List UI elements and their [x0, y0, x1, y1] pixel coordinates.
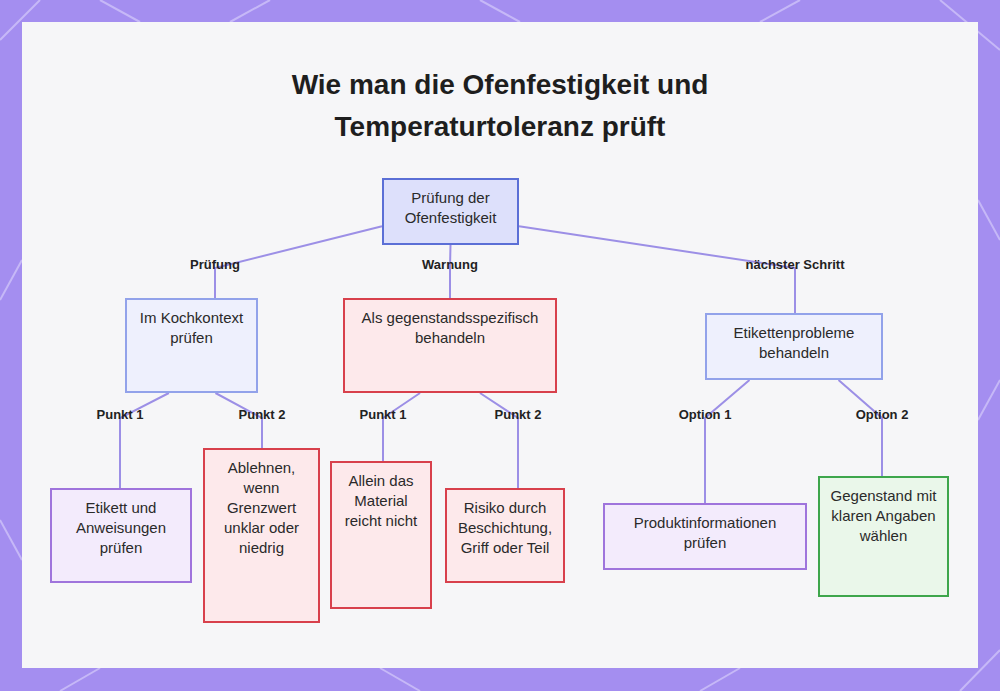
edge-label: Punkt 1	[95, 407, 146, 422]
edge-label: Option 1	[677, 407, 734, 422]
node-label: Etikettenprobleme behandeln	[713, 323, 875, 363]
node-label: Gegenstand mit klaren Angaben wählen	[826, 486, 941, 546]
node-label: Etikett und Anweisungen prüfen	[58, 498, 184, 558]
node-label: Als gegenstandsspezifisch behandeln	[351, 308, 549, 348]
connector-line	[839, 380, 883, 476]
edge-label: Punkt 1	[358, 407, 409, 422]
option-box: Gegenstand mit klaren Angaben wählen	[818, 476, 949, 597]
node-label: Ablehnen, wenn Grenzwert unklar oder nie…	[211, 458, 312, 558]
diagram-canvas: Wie man die Ofenfestigkeit und Temperatu…	[22, 22, 978, 668]
step-box: Produktinformationen prüfen	[603, 503, 807, 570]
node-label: Prüfung der Ofenfestigkeit	[390, 188, 511, 228]
node-label: Risiko durch Beschichtung, Griff oder Te…	[453, 498, 557, 558]
connector-line	[383, 393, 420, 461]
warning-box: Ablehnen, wenn Grenzwert unklar oder nie…	[203, 448, 320, 623]
diagram-title: Wie man die Ofenfestigkeit und Temperatu…	[250, 64, 750, 148]
edge-label: Punkt 2	[237, 407, 288, 422]
connector-line	[215, 226, 382, 298]
edge-label: Warnung	[420, 257, 480, 272]
category-box: Etikettenprobleme behandeln	[705, 313, 883, 380]
root-box: Prüfung der Ofenfestigkeit	[382, 178, 519, 245]
category-box: Im Kochkontext prüfen	[125, 298, 258, 393]
step-box: Etikett und Anweisungen prüfen	[50, 488, 192, 583]
node-label: Im Kochkontext prüfen	[133, 308, 250, 348]
node-label: Allein das Material reicht nicht	[338, 471, 424, 531]
edge-label: Option 2	[854, 407, 911, 422]
connector-line	[449, 245, 452, 298]
warning-box: Risiko durch Beschichtung, Griff oder Te…	[445, 488, 565, 583]
edge-label: nächster Schritt	[744, 257, 847, 272]
node-label: Produktinformationen prüfen	[611, 513, 799, 553]
warning-box: Als gegenstandsspezifisch behandeln	[343, 298, 557, 393]
warning-box: Allein das Material reicht nicht	[330, 461, 432, 609]
connector-line	[705, 380, 750, 503]
edge-label: Prüfung	[188, 257, 242, 272]
edge-label: Punkt 2	[493, 407, 544, 422]
